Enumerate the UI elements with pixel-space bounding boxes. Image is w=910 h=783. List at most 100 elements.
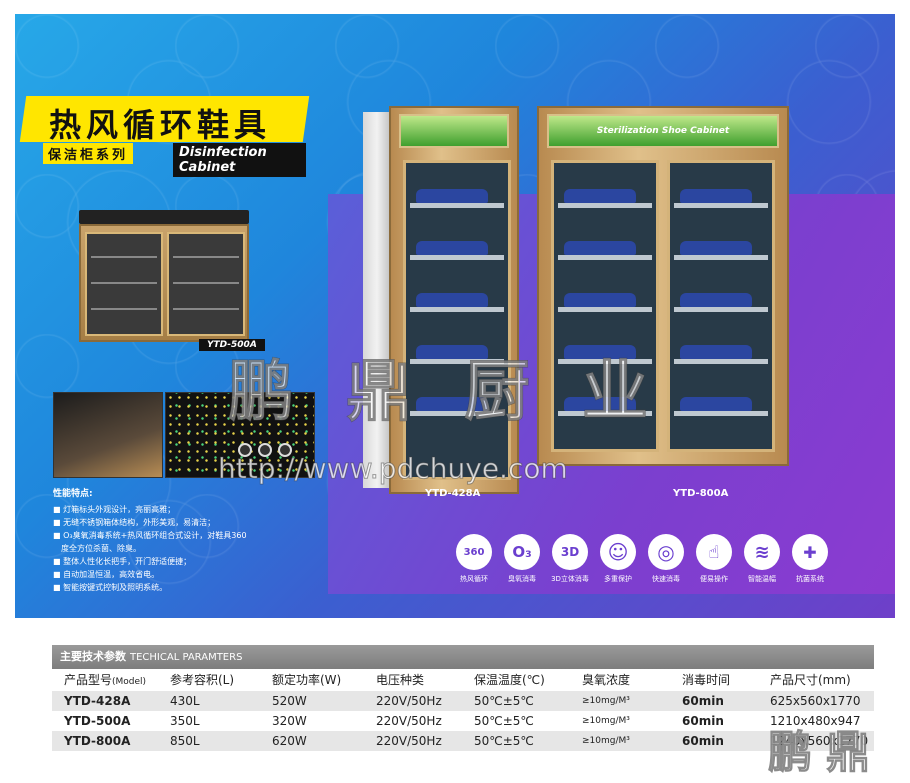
- feature-icon-item: 3D 3D立体消毒: [548, 534, 592, 584]
- cabinet-top: [79, 210, 249, 224]
- table-cell: 1240x560x1770: [770, 734, 869, 748]
- 3d-icon: 3D: [552, 534, 588, 570]
- feature-icon-item: O₃ 臭氧消毒: [500, 534, 544, 584]
- icon-label: 臭氧消毒: [508, 575, 536, 583]
- table-cell: 220V/50Hz: [376, 694, 442, 708]
- cabinet-side: [363, 112, 391, 488]
- table-cell: YTD-500A: [64, 714, 131, 728]
- watermark-corner: 鹏鼎: [768, 727, 884, 779]
- cabinet-glass-door: [403, 160, 511, 480]
- feature-icon-item: ✚ 抗菌系统: [788, 534, 832, 584]
- header-cell: 保温温度(℃): [474, 673, 545, 687]
- spec-title-en: TECHICAL PARAMTERS: [130, 652, 243, 663]
- detail-photo-handle: [53, 392, 163, 478]
- hot-air-icon: 360: [456, 534, 492, 570]
- header-cell: 额定功率(W): [272, 673, 342, 687]
- feature-item: ■ 整体人性化长把手，开门舒适便捷；: [53, 557, 192, 566]
- table-cell: 60min: [682, 714, 724, 728]
- icon-label: 3D立体消毒: [551, 575, 589, 583]
- knob-icon: [238, 443, 252, 457]
- ozone-icon: O₃: [504, 534, 540, 570]
- table-row: YTD-800A 850L 620W 220V/50Hz 50℃±5℃ ≥10m…: [52, 731, 874, 751]
- table-cell: 220V/50Hz: [376, 734, 442, 748]
- feature-item: ■ 自动加温恒温，高效省电。: [53, 570, 160, 579]
- feature-icon-item: 360 热风循环: [452, 534, 496, 584]
- table-cell: ≥10mg/M³: [582, 716, 630, 726]
- cabinet-header: [399, 114, 509, 148]
- spec-header-row: 产品型号(Model) 参考容积(L) 额定功率(W) 电压种类 保温温度(℃)…: [52, 669, 874, 691]
- header-cell: 参考容积(L): [170, 673, 235, 687]
- banner-subtitle: 保洁柜系列: [43, 143, 134, 164]
- banner-title-english: Disinfection Cabinet: [173, 143, 306, 177]
- table-cell: 430L: [170, 694, 200, 708]
- watermark-url: http://www.pdchuye.com: [218, 452, 569, 486]
- table-cell: 1210x480x947: [770, 714, 861, 728]
- header-cell: 产品尺寸(mm): [770, 673, 851, 687]
- protection-icon: ☺: [600, 534, 636, 570]
- feature-icon-item: ☝ 便易操作: [692, 534, 736, 584]
- table-cell: ≥10mg/M³: [582, 736, 630, 746]
- feature-icon-item: ☺ 多重保护: [596, 534, 640, 584]
- fast-icon: ◎: [648, 534, 684, 570]
- feature-icon-item: ≋ 智能温幅: [740, 534, 784, 584]
- header-cell: 臭氧浓度: [582, 673, 631, 687]
- feature-title: 性能特点:: [53, 489, 93, 499]
- feature-item: ■ 智能按键式控制及照明系统。: [53, 583, 168, 592]
- table-cell: YTD-428A: [64, 694, 131, 708]
- spec-table-title: 主要技术参数 TECHICAL PARAMTERS: [52, 645, 874, 669]
- table-cell: 60min: [682, 734, 724, 748]
- model-tag-small: YTD-500A: [199, 339, 265, 351]
- feature-icon-item: ◎ 快速消毒: [644, 534, 688, 584]
- icon-label: 智能温幅: [748, 575, 776, 583]
- banner-title-block: 热风循环鞋具 保洁柜系列 Disinfection Cabinet: [19, 96, 310, 177]
- header-cell: 产品型号(Model): [64, 673, 147, 687]
- watermark-text: 鹏鼎厨业: [228, 353, 700, 431]
- table-cell: 50℃±5℃: [474, 714, 534, 728]
- spec-title-cn: 主要技术参数: [60, 650, 126, 663]
- product-banner: 热风循环鞋具 保洁柜系列 Disinfection Cabinet YTD-50…: [15, 14, 895, 618]
- cabinet-body: [79, 224, 249, 342]
- icon-label: 抗菌系统: [796, 575, 824, 583]
- table-cell: 320W: [272, 714, 307, 728]
- antibacterial-icon: ✚: [792, 534, 828, 570]
- model-label-double: YTD-800A: [673, 488, 729, 499]
- temperature-icon: ≋: [744, 534, 780, 570]
- double-door-cabinet-image: Sterilization Shoe Cabinet: [537, 106, 789, 466]
- table-cell: 620W: [272, 734, 307, 748]
- table-cell: 350L: [170, 714, 200, 728]
- icon-label: 便易操作: [700, 575, 728, 583]
- feature-list: 性能特点: ■ 灯箱标头外观设计，亮丽高雅； ■ 无缝不锈钢箱体结构，外形美观，…: [53, 488, 333, 594]
- feature-item: ■ O₃臭氧消毒系统+热风循环组合式设计，对鞋具360: [53, 531, 247, 540]
- spec-table: 主要技术参数 TECHICAL PARAMTERS 产品型号(Model) 参考容…: [52, 645, 874, 751]
- icon-label: 热风循环: [460, 575, 488, 583]
- header-cell: 电压种类: [376, 673, 425, 687]
- banner-title: 热风循环鞋具: [49, 106, 272, 144]
- feature-icon-row: 360 热风循环 O₃ 臭氧消毒 3D 3D立体消毒 ☺ 多重保护 ◎ 快速消毒…: [452, 534, 842, 592]
- small-cabinet-image: [79, 210, 249, 350]
- cabinet-door-left: [85, 232, 163, 336]
- model-label-single: YTD-428A: [425, 488, 481, 499]
- header-cell: 消毒时间: [682, 673, 731, 687]
- feature-item: 度全方位杀菌、除臭。: [53, 544, 141, 553]
- table-cell: 220V/50Hz: [376, 714, 442, 728]
- table-cell: 520W: [272, 694, 307, 708]
- table-row: YTD-500A 350L 320W 220V/50Hz 50℃±5℃ ≥10m…: [52, 711, 874, 731]
- cabinet-glass-door-left: [551, 160, 659, 452]
- cabinet-glass-door-right: [667, 160, 775, 452]
- cabinet-header-text: Sterilization Shoe Cabinet: [596, 126, 730, 136]
- feature-item: ■ 无缝不锈钢箱体结构，外形美观，易清洁；: [53, 518, 216, 527]
- table-cell: YTD-800A: [64, 734, 131, 748]
- table-row: YTD-428A 430L 520W 220V/50Hz 50℃±5℃ ≥10m…: [52, 691, 874, 711]
- table-cell: ≥10mg/M³: [582, 696, 630, 706]
- cabinet-door-right: [167, 232, 245, 336]
- table-cell: 50℃±5℃: [474, 734, 534, 748]
- cabinet-header: Sterilization Shoe Cabinet: [547, 114, 779, 148]
- icon-label: 快速消毒: [652, 575, 680, 583]
- single-door-cabinet-image: [363, 106, 519, 494]
- knob-icon: [278, 443, 292, 457]
- easy-operation-icon: ☝: [696, 534, 732, 570]
- detail-photo-panel: [165, 392, 315, 478]
- icon-label: 多重保护: [604, 575, 632, 583]
- table-cell: 50℃±5℃: [474, 694, 534, 708]
- feature-item: ■ 灯箱标头外观设计，亮丽高雅；: [53, 505, 176, 514]
